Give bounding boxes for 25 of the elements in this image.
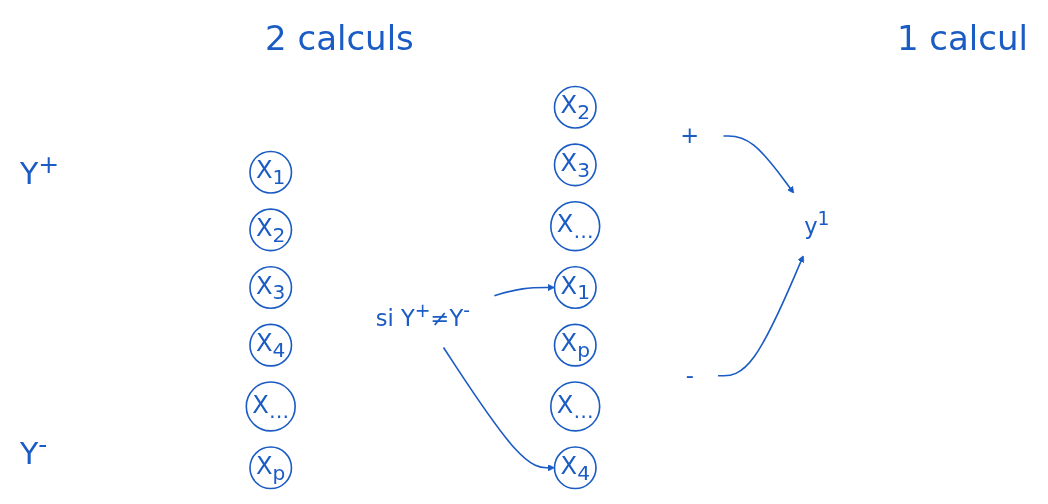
arrow — [717, 255, 805, 377]
heading: 2 calculs — [265, 18, 414, 58]
node-circle: X$_{2}$ — [553, 85, 597, 129]
output-label: Y$^{+}$ — [20, 150, 60, 191]
node-text: y$^{1}$ — [804, 207, 830, 240]
output-label: Y$^{-}$ — [20, 430, 48, 471]
node-circle: X$_{4}$ — [249, 323, 293, 367]
node-text: + — [680, 122, 700, 149]
node-circle: X$_{p}$ — [553, 323, 597, 367]
arrow — [442, 346, 555, 472]
node-circle: X$_{…}$ — [245, 381, 296, 432]
node-circle: X$_{p}$ — [249, 446, 293, 490]
arrow — [493, 283, 555, 297]
node-circle: X$_{1}$ — [249, 150, 293, 194]
node-circle: X$_{4}$ — [553, 446, 597, 490]
node-text: si Y$^{+}$≠Y$^{-}$ — [375, 299, 471, 332]
node-circle: X$_{3}$ — [553, 143, 597, 187]
node-circle: X$_{…}$ — [550, 381, 601, 432]
node-text: - — [685, 362, 694, 389]
node-circle: X$_{3}$ — [249, 265, 293, 310]
node-circle: X$_{…}$ — [550, 200, 601, 252]
heading: 1 calcul — [896, 18, 1028, 58]
node-circle: X$_{1}$ — [553, 265, 597, 310]
node-circle: X$_{2}$ — [249, 208, 293, 252]
arrow — [722, 135, 795, 194]
